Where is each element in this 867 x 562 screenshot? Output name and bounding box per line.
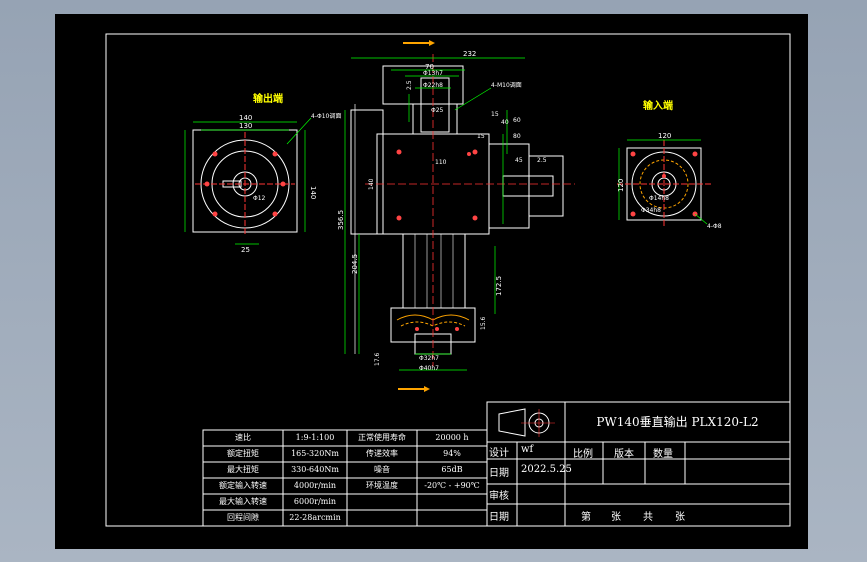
input-end-label: 输入端 [643, 99, 673, 112]
spec-cell: 65dB [441, 465, 463, 474]
tb-label-review: 审核 [489, 491, 509, 502]
dim-text: 120 [658, 132, 671, 140]
input-end-view: 输入端 120 120 Φ14h8 Φ34h8 4-Φ8 [617, 99, 722, 230]
dim-text: Φ40h7 [419, 365, 439, 372]
dim-text: 130 [239, 122, 252, 130]
front-view: 232 70 Φ13h7 Φ22h8 Φ25 2.5 4-M10调面 15 40… [337, 40, 575, 392]
dim-text: 4-Φ8 [707, 223, 722, 230]
dim-text: 4-Φ10调面 [311, 112, 341, 120]
spec-cell: 165-320Nm [291, 449, 339, 458]
dim-text: 40 [501, 119, 509, 126]
dim-text: 60 [513, 117, 521, 124]
dim-text: Φ34h8 [641, 207, 661, 214]
spec-cell: 传递效率 [366, 449, 398, 458]
dim-text: 15 [477, 133, 485, 140]
dim-text: 2.5 [406, 80, 413, 90]
dim-text: 17.6 [374, 352, 381, 366]
dim-text: 356.5 [337, 210, 345, 230]
tb-label-date: 日期 [489, 468, 509, 479]
spec-cell: 330-640Nm [291, 465, 339, 474]
spec-cell: 1:9-1:100 [295, 433, 335, 442]
dim-text: 15.6 [480, 316, 487, 330]
dim-text: 4-M10调面 [491, 81, 522, 89]
bolt-hole-mark [212, 211, 218, 217]
spec-cell: 20000 h [435, 433, 469, 442]
spec-cell: 6000r/min [293, 497, 337, 506]
dim-text: 80 [513, 133, 521, 140]
projection-symbol [498, 408, 526, 437]
tb-label-design: 设计 [489, 448, 509, 459]
spec-table [202, 429, 488, 527]
tb-header-version: 版本 [614, 449, 634, 460]
spec-cell: 环境温度 [366, 481, 398, 490]
output-end-label: 输出端 [253, 92, 283, 105]
dim-text: 110 [435, 159, 447, 166]
spec-cell: 22-28arcmin [289, 513, 341, 522]
dim-text: 2.5 [537, 157, 547, 164]
tb-value-designer: wf [521, 444, 534, 455]
spec-cell: -20℃ - +90℃ [424, 481, 480, 490]
tb-label-date2: 日期 [489, 512, 509, 523]
dim-text: Φ12 [253, 195, 266, 202]
tb-header-scale: 比例 [573, 449, 593, 460]
dim-text: 232 [463, 50, 476, 58]
dim-text: Φ22h8 [423, 82, 443, 89]
spec-cell: 速比 [235, 433, 251, 442]
dim-text: 25 [241, 246, 250, 254]
spec-cell: 4000r/min [293, 481, 337, 490]
dim-text: Φ32h7 [419, 355, 439, 362]
dim-text: 140 [239, 114, 252, 122]
spec-cell: 额定扭矩 [227, 449, 259, 458]
tb-sheet-unit2: 张 [675, 512, 685, 523]
bolt-hole-mark [272, 151, 278, 157]
dim-text: 204.5 [351, 254, 359, 274]
dim-text: 70 [425, 63, 434, 71]
tb-sheet-unit: 张 [611, 512, 621, 523]
title-block [486, 401, 791, 527]
bolt-hole-mark [212, 151, 218, 157]
drawing-sheet: 输出端 140 130 4-Φ10调面 140 Φ12 25 [55, 14, 808, 549]
bolt-hole-mark [272, 211, 278, 217]
dim-text: 140 [309, 186, 317, 199]
tb-value-date: 2022.5.25 [521, 464, 572, 475]
tb-header-qty: 数量 [653, 449, 673, 460]
dim-text: Φ14h8 [649, 195, 669, 202]
spec-cell: 最大输入转速 [219, 497, 267, 506]
dim-text: Φ25 [431, 107, 444, 114]
spec-cell: 回程间隙 [227, 513, 259, 522]
dim-text: 120 [617, 179, 625, 192]
dim-text: 15 [491, 111, 499, 118]
spec-cell: 噪音 [374, 465, 390, 474]
dim-text: 140 [368, 178, 375, 190]
dim-text: 172.5 [495, 276, 503, 296]
spec-cell: 额定输入转速 [219, 481, 267, 490]
output-end-view: 输出端 140 130 4-Φ10调面 140 Φ12 25 [184, 92, 341, 254]
dim-text: Φ13h7 [423, 70, 443, 77]
spec-cell: 94% [443, 449, 461, 458]
spec-cell: 正常使用寿命 [358, 433, 406, 442]
drawing-title: PW140垂直输出 PLX120-L2 [596, 415, 759, 429]
engineering-drawing: 输出端 140 130 4-Φ10调面 140 Φ12 25 [105, 33, 791, 527]
dim-text: 45 [515, 157, 523, 164]
spec-cell: 最大扭矩 [227, 465, 259, 474]
tb-sheet-total: 共 [643, 512, 653, 523]
tb-sheet-no: 第 [581, 512, 591, 523]
